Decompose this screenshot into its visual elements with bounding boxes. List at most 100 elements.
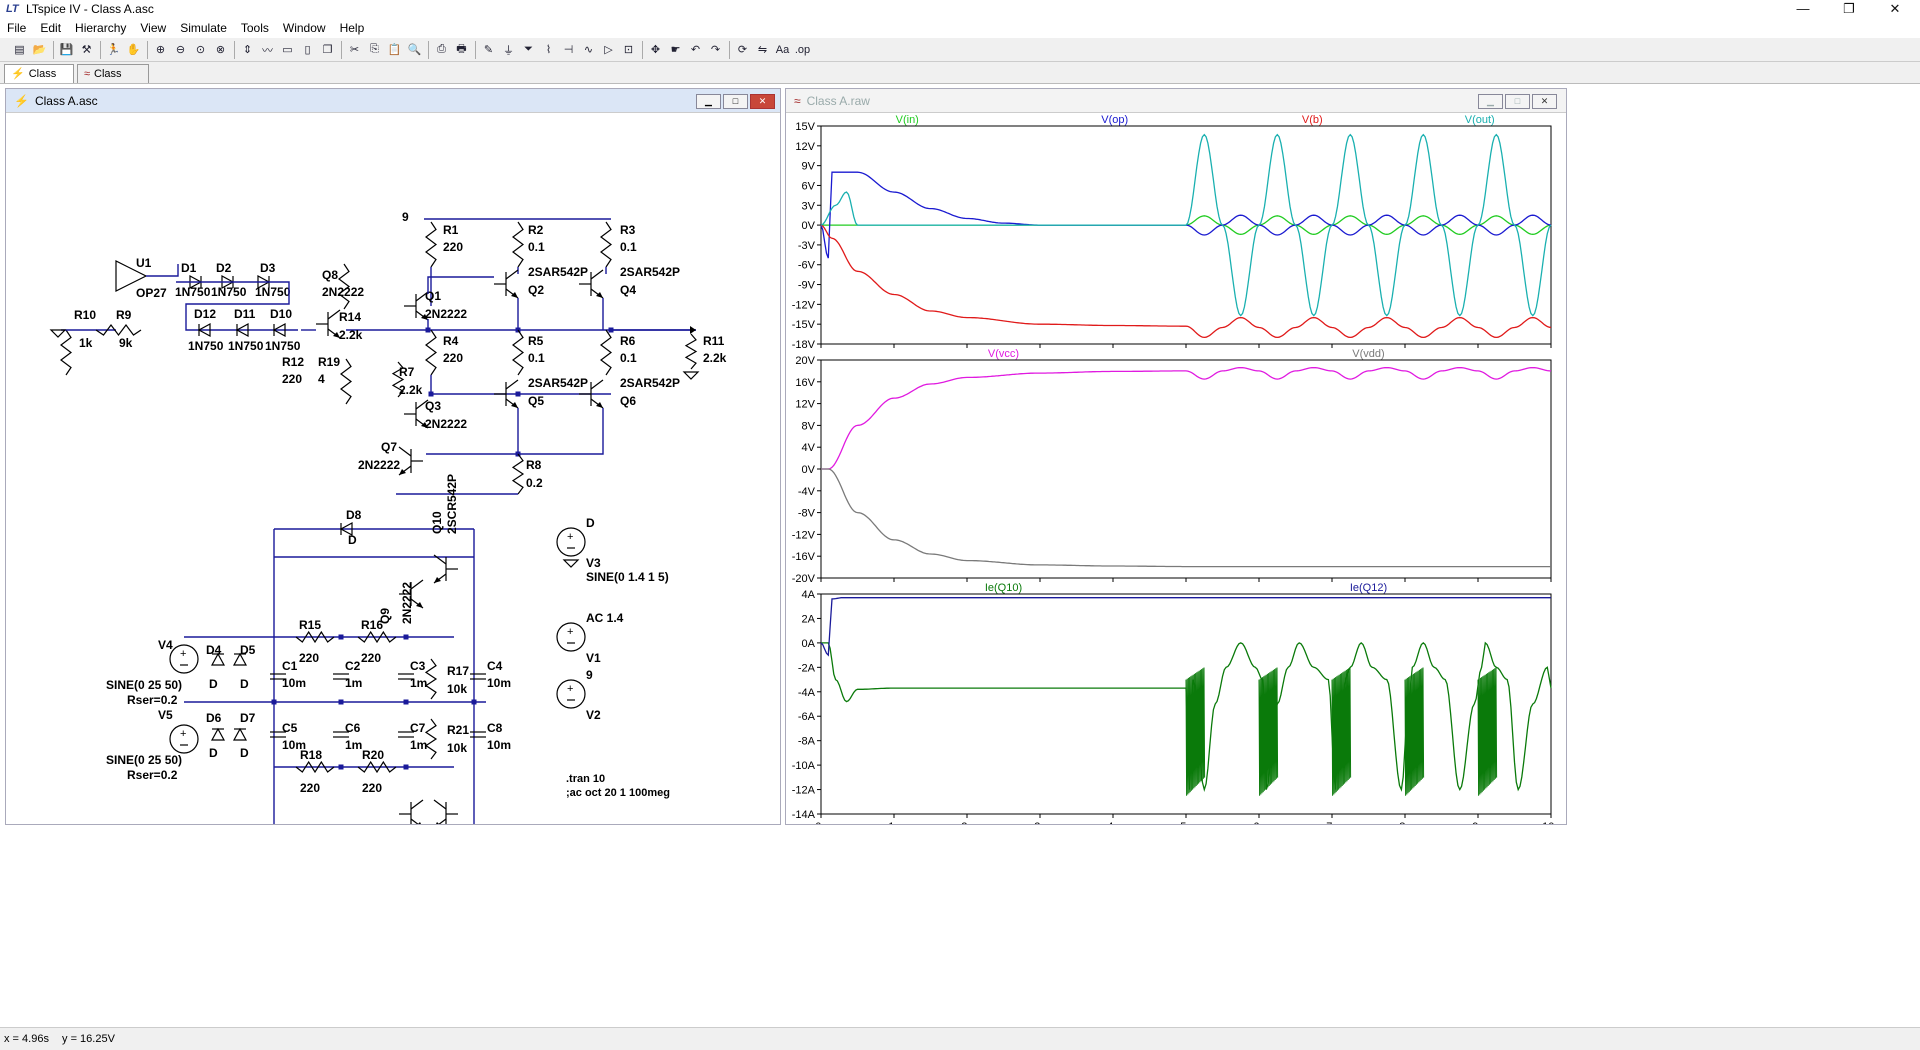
inductor-icon[interactable]: ∿: [583, 44, 594, 56]
wire: [146, 264, 179, 277]
waveform-window-titlebar[interactable]: ≈ Class A.raw ▁ □ ✕: [786, 89, 1566, 113]
legend-entry: Ie(Q10): [985, 582, 1022, 594]
schematic-window-titlebar[interactable]: ⚡ Class A.asc ▁ □ ✕: [6, 89, 780, 113]
y-tick-label: -15V: [792, 319, 816, 331]
new-schematic-icon[interactable]: ▤: [14, 44, 25, 56]
maximize-button[interactable]: □: [723, 94, 748, 109]
component-label: Rser=0.2: [127, 768, 178, 782]
restore-icon[interactable]: ❐: [1843, 1, 1855, 16]
y-tick-label: 0V: [802, 464, 816, 476]
cursor-y-readout: y = 16.25V: [62, 1033, 115, 1045]
y-tick-label: -12A: [792, 785, 816, 797]
zoom-cancel-icon[interactable]: ⊗: [215, 44, 226, 56]
close-icon[interactable]: ✕: [1889, 1, 1901, 16]
mirror-icon[interactable]: ⇋: [757, 44, 768, 56]
tile-horizontal-icon[interactable]: ▭: [282, 44, 293, 56]
text-icon[interactable]: Aa: [775, 43, 790, 56]
component-label: U1: [136, 256, 152, 270]
paste-icon[interactable]: 📋: [387, 44, 402, 56]
capacitor-icon[interactable]: ⊣: [563, 44, 574, 56]
waveform-canvas[interactable]: 15V12V9V6V3V0V-3V-6V-9V-12V-15V-18VV(in)…: [786, 114, 1566, 824]
ground-symbol: [562, 559, 580, 568]
menu-edit[interactable]: Edit: [40, 21, 62, 35]
autorange-icon[interactable]: ⇕: [242, 44, 253, 56]
transistor-symbol: [399, 579, 424, 609]
close-button[interactable]: ✕: [1532, 94, 1557, 109]
label-icon[interactable]: ⏷: [524, 43, 533, 55]
zoom-in-icon[interactable]: ⊕: [155, 44, 166, 56]
component-label: 220: [361, 651, 381, 665]
wire: [426, 408, 519, 455]
y-tick-label: 16V: [795, 377, 815, 389]
component-label: 1m: [410, 738, 427, 752]
toolbar-separator: [729, 40, 730, 59]
resistor-icon[interactable]: ⌇: [545, 44, 552, 56]
halt-icon[interactable]: ✋: [126, 44, 141, 56]
cut-icon[interactable]: ✂: [349, 44, 360, 56]
menu-tools[interactable]: Tools: [240, 21, 269, 35]
voltage-source-symbol: [556, 622, 586, 652]
toolbar-separator: [234, 40, 235, 59]
junction: [338, 764, 344, 770]
ground-icon[interactable]: ⏚: [503, 44, 514, 57]
print-icon[interactable]: ⎙: [437, 43, 446, 55]
voltage-source-symbol: [169, 724, 199, 754]
copy-icon[interactable]: ⎘: [370, 43, 379, 55]
maximize-button[interactable]: □: [1505, 94, 1530, 109]
trace-ieq12: [820, 597, 1551, 657]
tab-schematic[interactable]: ⚡Class A.asc: [4, 64, 74, 98]
component-label: D11: [234, 307, 256, 321]
x-tick-label: 4s: [1107, 821, 1119, 824]
zoom-full-icon[interactable]: ⊙: [195, 44, 206, 56]
voltage-source-symbol: [169, 644, 199, 674]
component-label: C2: [345, 659, 361, 673]
menu-hierarchy[interactable]: Hierarchy: [75, 21, 127, 35]
find-icon[interactable]: 🔍: [407, 44, 422, 56]
component-label: D3: [260, 261, 276, 275]
component-label: D1: [181, 261, 197, 275]
menu-window[interactable]: Window: [282, 21, 326, 35]
menu-view[interactable]: View: [140, 21, 167, 35]
diode-symbol: [197, 322, 211, 338]
close-button[interactable]: ✕: [750, 94, 775, 109]
diode-icon[interactable]: ▷: [604, 44, 613, 56]
component-label: 2SAR542P: [620, 265, 680, 279]
drag-icon[interactable]: ☛: [670, 44, 681, 56]
print-preview-icon[interactable]: 🖶: [456, 43, 467, 55]
add-trace-icon[interactable]: 〰: [262, 44, 273, 57]
undo-icon[interactable]: ↶: [690, 44, 701, 56]
y-tick-label: 4A: [802, 589, 816, 601]
minimize-button[interactable]: ▁: [1478, 94, 1503, 109]
oscillation-burst: [1331, 667, 1352, 796]
move-icon[interactable]: ✥: [650, 44, 661, 56]
save-icon[interactable]: 💾: [59, 44, 74, 56]
component-icon[interactable]: ⊡: [623, 44, 634, 56]
component-label: 9: [586, 668, 593, 682]
redo-icon[interactable]: ↷: [710, 44, 721, 56]
component-label: 2SCR542P: [445, 474, 459, 534]
waveform-pane: 15V12V9V6V3V0V-3V-6V-9V-12V-15V-18VV(in)…: [792, 114, 1552, 351]
wire-icon[interactable]: ✎: [483, 44, 494, 56]
menu-help[interactable]: Help: [339, 21, 365, 35]
rotate-icon[interactable]: ⟳: [737, 44, 748, 56]
component-label: SINE(0 25 50): [106, 753, 182, 767]
control-panel-icon[interactable]: ⚒: [81, 44, 92, 56]
spice-directive-icon[interactable]: .op: [794, 43, 811, 56]
open-icon[interactable]: 📂: [32, 44, 47, 56]
run-icon[interactable]: 🏃: [106, 44, 121, 56]
minimize-icon[interactable]: —: [1796, 1, 1810, 16]
junction: [403, 764, 409, 770]
minimize-button[interactable]: ▁: [696, 94, 721, 109]
component-label: R20: [362, 748, 384, 762]
menu-simulate[interactable]: Simulate: [180, 21, 227, 35]
status-bar: x = 4.96s y = 16.25V: [0, 1027, 1920, 1050]
tab-waveform[interactable]: ≈Class A.raw: [77, 64, 149, 98]
zoom-out-icon[interactable]: ⊖: [175, 44, 186, 56]
transistor-symbol: [494, 379, 519, 409]
tile-vertical-icon[interactable]: ▯: [304, 44, 311, 56]
menu-file[interactable]: File: [7, 21, 27, 35]
component-label: R15: [299, 618, 321, 632]
resistor-symbol: [340, 358, 352, 405]
cascade-icon[interactable]: ❐: [322, 44, 333, 56]
schematic-canvas[interactable]: R1220R20.1R30.12SAR542PQ22SAR542PQ4Q12N2…: [6, 114, 780, 824]
